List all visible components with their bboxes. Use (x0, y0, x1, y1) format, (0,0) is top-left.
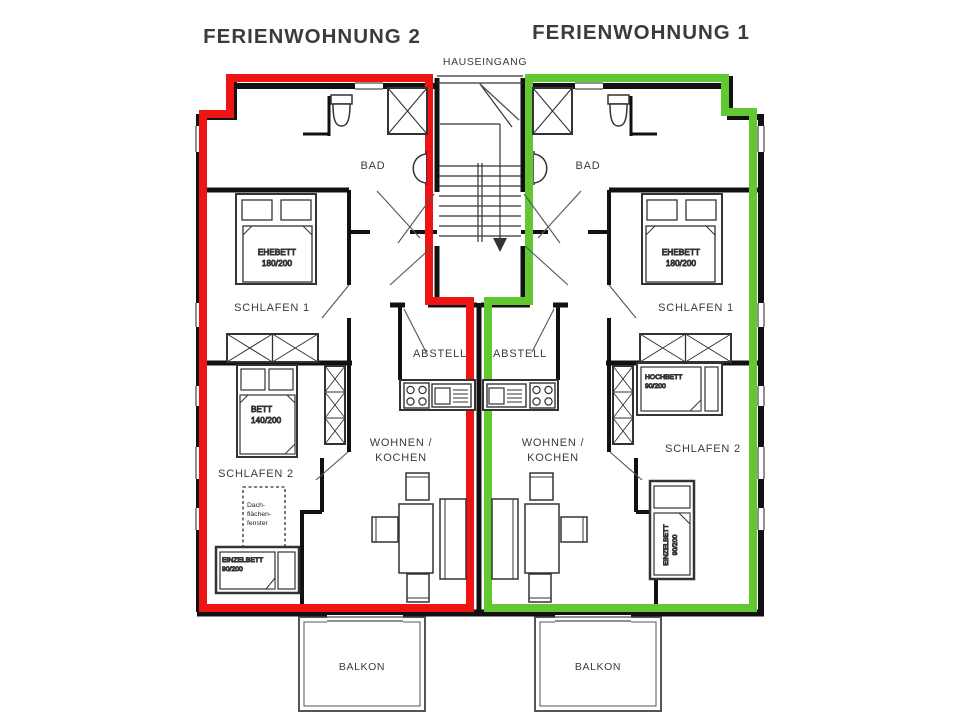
double-bed-apt2: EHEBETT 180/200 (235, 193, 317, 285)
schlafen1-label-apt1: SCHLAFEN 1 (658, 302, 734, 314)
wohnen-label-apt1: WOHNEN / (522, 437, 585, 449)
wardrobe-schlafen1-apt1 (639, 333, 732, 363)
kochen-label-apt1: KOCHEN (527, 452, 579, 464)
kitchen-apt1 (482, 379, 559, 411)
stove-icon (529, 382, 556, 409)
schlafen2-label-apt1: SCHLAFEN 2 (665, 443, 741, 455)
door-swings (315, 83, 643, 481)
stair-direction-arrow (493, 238, 507, 252)
shower-icon (532, 87, 573, 135)
bed-140-apt2: BETT 140/200 (236, 364, 298, 458)
bathroom-fixtures-apt2 (330, 87, 428, 185)
wardrobe-schlafen1-apt2 (226, 333, 319, 363)
apartment2-title: FERIENWOHNUNG 2 (203, 25, 421, 48)
single-bed-size-apt2: 90/200 (222, 566, 243, 573)
toilet-icon (607, 94, 630, 127)
balkon-label-apt1: BALKON (575, 661, 621, 673)
tall-wardrobe-apt2 (324, 365, 346, 445)
bad-label-apt2: BAD (360, 160, 385, 172)
single-bed-apt1: EINZELBETT 90/200 (648, 479, 696, 581)
kitchen-apt2 (399, 379, 476, 411)
dining-set-apt1 (491, 472, 588, 603)
shower-icon (387, 87, 428, 135)
single-bed-label-apt1: EINZELBETT (663, 524, 670, 565)
schlafen2-label-apt2: SCHLAFEN 2 (218, 468, 294, 480)
single-bed-apt2: EINZELBETT 90/200 (214, 545, 301, 595)
abstell-label-apt2: ABSTELL (413, 348, 467, 360)
apartment1-outline (484, 74, 757, 612)
double-bed-apt1: EHEBETT 180/200 (641, 193, 723, 285)
stairwell-walls (434, 78, 526, 610)
bed-140-size-apt2: 140/200 (251, 416, 282, 425)
loft-bed-apt1: HOCHBETT 90/200 (636, 362, 723, 416)
loft-bed-size-apt1: 90/200 (645, 383, 666, 390)
apartment2-outline (199, 74, 474, 612)
sink-unit-icon (431, 383, 472, 408)
house-entrance-label: HAUSEINGANG (443, 56, 527, 68)
wohnen-label-apt2: WOHNEN / (370, 437, 433, 449)
sink-icon (533, 151, 548, 185)
apartment1-title: FERIENWOHNUNG 1 (532, 21, 750, 44)
single-bed-label-apt2: EINZELBETT (222, 557, 263, 564)
bad-label-apt1: BAD (575, 160, 600, 172)
sink-icon (412, 151, 427, 185)
loft-bed-label-apt1: HOCHBETT (645, 374, 682, 381)
balkon-label-apt2: BALKON (339, 661, 385, 673)
sofa-apt1 (491, 498, 519, 580)
double-bed-size-apt2: 180/200 (262, 259, 293, 268)
double-bed-label-apt1: EHEBETT (662, 248, 700, 257)
schlafen1-label-apt2: SCHLAFEN 1 (234, 302, 310, 314)
sofa-apt2 (439, 498, 467, 580)
sink-unit-icon (486, 383, 527, 408)
roof-window-label1: Dach- (247, 502, 265, 509)
toilet-icon (330, 94, 353, 127)
double-bed-label-apt2: EHEBETT (258, 248, 296, 257)
double-bed-size-apt1: 180/200 (666, 259, 697, 268)
single-bed-size-apt1: 90/200 (672, 534, 679, 555)
tall-wardrobe-apt1 (612, 365, 634, 445)
labels: FERIENWOHNUNG 2 FERIENWOHNUNG 1 HAUSEING… (203, 21, 750, 673)
roof-window-label3: fenster (247, 520, 269, 527)
dining-set-apt2 (371, 472, 467, 603)
kochen-label-apt2: KOCHEN (375, 452, 427, 464)
bathroom-fixtures-apt1 (532, 87, 630, 185)
roof-window-label2: flächen- (247, 511, 271, 518)
interior-walls-apartment2 (199, 96, 477, 610)
stove-icon (403, 382, 430, 409)
abstell-label-apt1: ABSTELL (493, 348, 547, 360)
bed-140-label-apt2: BETT (251, 405, 272, 414)
